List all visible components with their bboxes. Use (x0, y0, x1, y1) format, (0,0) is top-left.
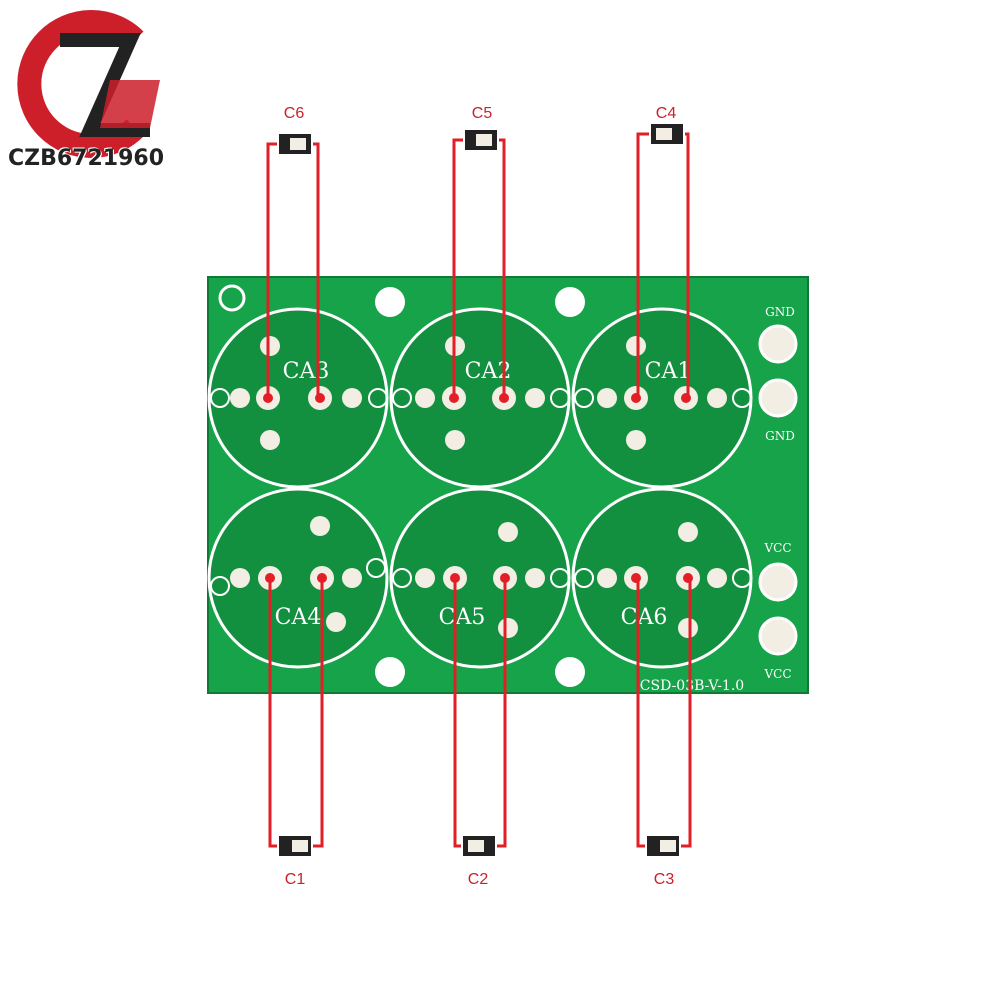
mounting-hole (555, 657, 585, 687)
brand-name: CZB6721960 (8, 146, 165, 171)
capacitor-c1 (277, 834, 313, 858)
capacitor-c3 (645, 834, 681, 858)
c5-label: C5 (472, 105, 493, 122)
pcb-board: CA3 CA2 CA1 CA4 CA5 CA6 GND GND VCC VCC … (207, 276, 809, 694)
gnd-pad (758, 324, 798, 364)
footprint-ca6 (571, 487, 753, 669)
capacitor-c2 (461, 834, 497, 858)
vcc-label-top: VCC (763, 541, 791, 555)
capacitor-c5 (463, 128, 499, 152)
footprint-ca1 (571, 307, 753, 489)
mounting-hole (375, 657, 405, 687)
vcc-label-bottom: VCC (763, 667, 791, 681)
ca3-label: CA3 (283, 359, 330, 384)
footprint-ca3 (207, 307, 389, 489)
c4-label: C4 (656, 105, 677, 122)
ca5-label: CA5 (439, 605, 486, 630)
capacitor-c4 (649, 122, 685, 146)
board-id-label: CSD-03B-V-1.0 (640, 678, 744, 694)
ca6-label: CA6 (621, 605, 668, 630)
gnd-label-bottom: GND (765, 429, 795, 443)
ca1-label: CA1 (645, 359, 692, 384)
c3-label: C3 (654, 871, 675, 888)
brand-logo (17, 10, 160, 158)
c2-label: C2 (468, 871, 489, 888)
c6-label: C6 (284, 105, 305, 122)
footprint-ca2 (389, 307, 571, 489)
footprint-ca4 (207, 487, 389, 669)
board-logo-icon (218, 284, 246, 312)
ca4-label: CA4 (275, 605, 322, 630)
mounting-hole (375, 287, 405, 317)
gnd-pad (758, 378, 798, 418)
capacitor-c6 (277, 132, 313, 156)
mounting-hole (555, 287, 585, 317)
vcc-pad (758, 562, 798, 602)
c1-label: C1 (285, 871, 306, 888)
gnd-label-top: GND (765, 305, 795, 319)
vcc-pad (758, 616, 798, 656)
footprint-ca5 (389, 487, 571, 669)
